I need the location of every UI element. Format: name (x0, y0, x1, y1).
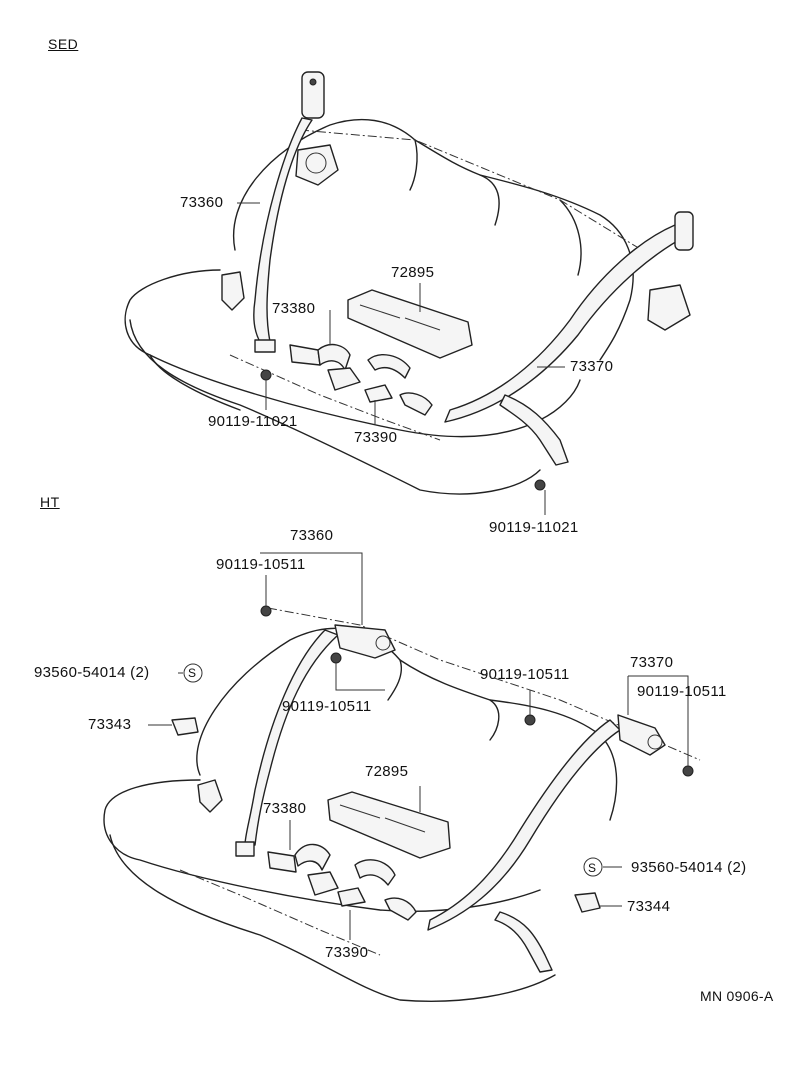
ht-seat-drawing (103, 552, 701, 1002)
sed-label-73390: 73390 (354, 429, 398, 446)
ht-label-90119-10511-top: 90119-10511 (216, 556, 306, 573)
ht-label-73390: 73390 (325, 944, 369, 961)
sed-seat-drawing (124, 71, 694, 515)
section-title-ht: HT (40, 494, 60, 510)
ht-label-90119-10511-right: 90119-10511 (637, 683, 727, 700)
ht-label-90119-10511-mid: 90119-10511 (480, 666, 570, 683)
diagram-reference-code: MN 0906-A (700, 988, 774, 1004)
section-title-sed: SED (48, 36, 79, 52)
ht-label-90119-10511-lower-left: 90119-10511 (282, 698, 372, 715)
ht-label-72895: 72895 (365, 763, 409, 780)
ht-label-73380: 73380 (263, 800, 307, 817)
ht-label-93560-54014-right: 93560-54014 (2) (631, 859, 747, 876)
ht-label-73370: 73370 (630, 654, 674, 671)
ht-screw-symbol-left: S (188, 666, 197, 680)
sed-label-90119-11021-right: 90119-11021 (489, 519, 579, 536)
ht-label-73360: 73360 (290, 527, 334, 544)
sed-label-90119-11021-left: 90119-11021 (208, 413, 298, 430)
sed-label-73360: 73360 (180, 194, 224, 211)
sed-label-73370: 73370 (570, 358, 614, 375)
ht-screw-symbol-right: S (588, 861, 597, 875)
ht-label-73344: 73344 (627, 898, 671, 915)
ht-label-73343: 73343 (88, 716, 132, 733)
ht-label-93560-54014-left: 93560-54014 (2) (34, 664, 150, 681)
sed-label-73380: 73380 (272, 300, 316, 317)
sed-label-72895: 72895 (391, 264, 435, 281)
